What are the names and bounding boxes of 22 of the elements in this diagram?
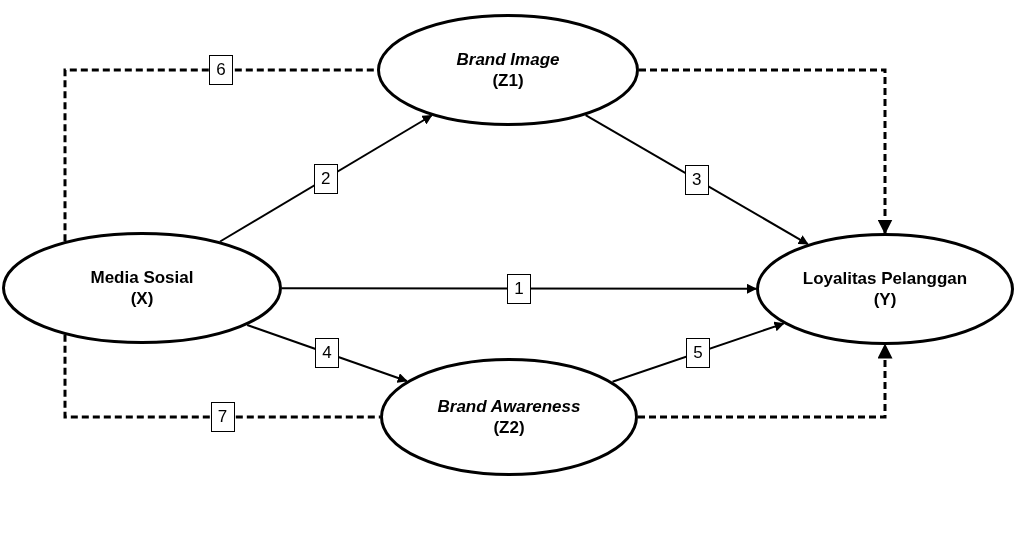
- arrow: [584, 114, 809, 246]
- node-label: Brand Image: [456, 49, 560, 70]
- edge-label: 1: [507, 273, 531, 304]
- dashed-arrow: [639, 68, 893, 235]
- node-label: Loyalitas Pelanggan: [802, 268, 968, 289]
- node-label: (Y): [873, 289, 897, 310]
- arrow: [281, 283, 757, 294]
- node-label: (X): [130, 288, 154, 309]
- arrow: [611, 321, 785, 383]
- edge-label: 7: [210, 402, 235, 432]
- edge-label: 2: [313, 163, 338, 194]
- node-label: (Z1): [492, 70, 524, 91]
- edge-label: 6: [209, 55, 233, 85]
- dashed-arrow: [638, 343, 893, 419]
- node-label: Media Sosial: [90, 267, 194, 288]
- edge-label: 4: [314, 338, 339, 368]
- arrow: [219, 114, 433, 243]
- edge-label: 3: [684, 164, 709, 195]
- node-label: Brand Awareness: [437, 396, 581, 417]
- arrow: [246, 324, 408, 383]
- node-label: (Z2): [493, 417, 525, 438]
- edge-label: 5: [686, 337, 710, 368]
